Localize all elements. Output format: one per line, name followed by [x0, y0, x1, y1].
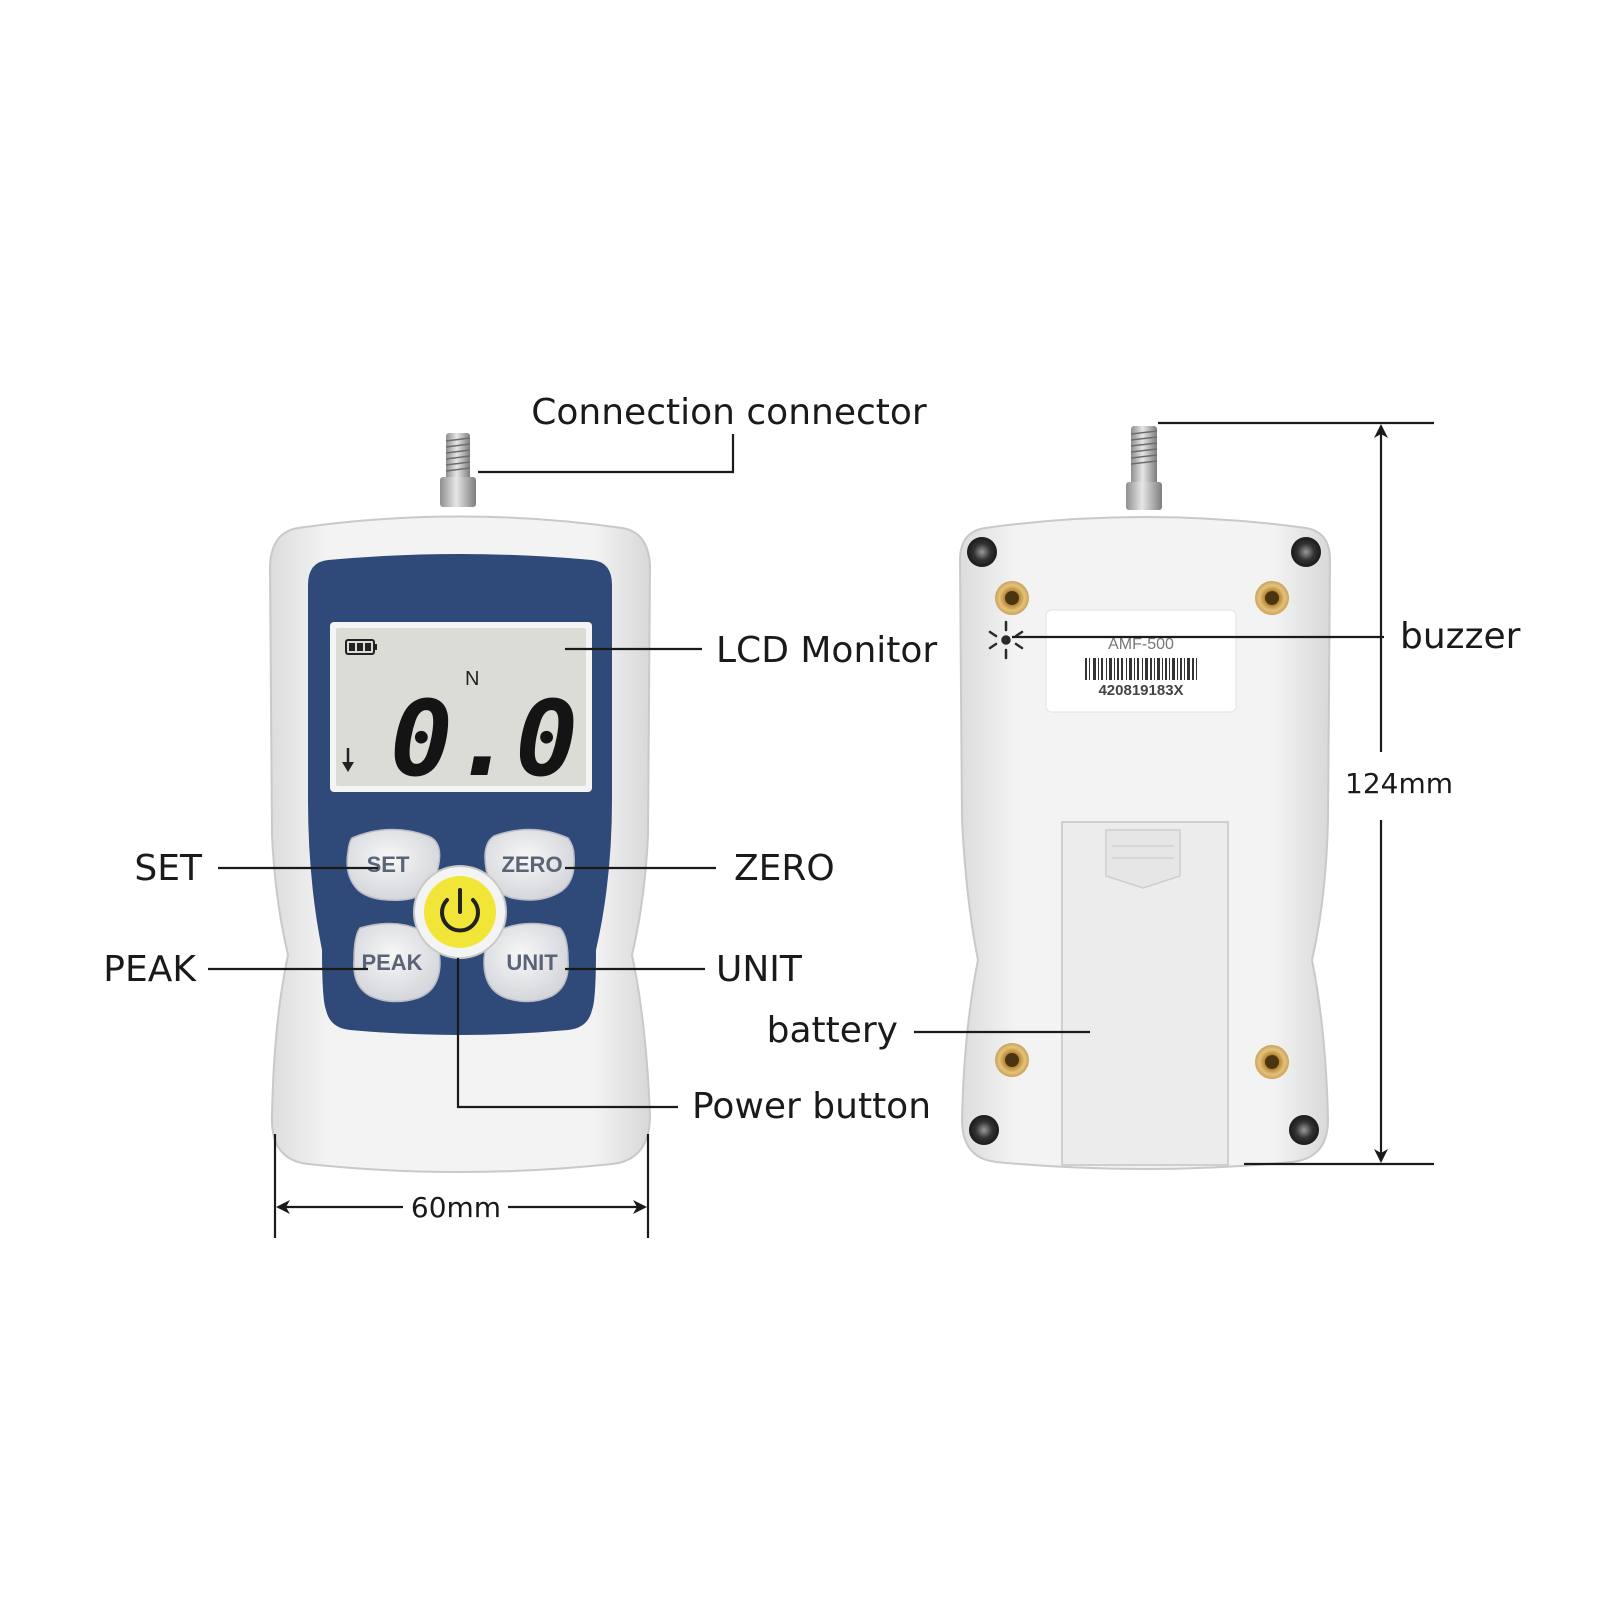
- zero-button[interactable]: ZERO: [484, 828, 575, 901]
- power-icon: [440, 888, 480, 933]
- screw-bottom-right: [1289, 1115, 1319, 1145]
- peak-label: PEAK: [103, 949, 197, 990]
- serial-number: 420819183X: [1098, 682, 1183, 699]
- connector-thread-back: [1126, 426, 1162, 510]
- power-button-label: Power button: [692, 1086, 931, 1127]
- height-label: 124mm: [1345, 767, 1453, 800]
- svg-text:UNIT: UNIT: [506, 950, 558, 975]
- connector-thread-front: [440, 433, 476, 507]
- peak-button[interactable]: PEAK: [353, 922, 441, 1003]
- brass-insert-top-left: [995, 581, 1029, 615]
- lcd-monitor-label: LCD Monitor: [716, 630, 937, 671]
- unit-button[interactable]: UNIT: [483, 922, 569, 1003]
- model-label: AMF-500 420819183X: [1045, 609, 1237, 713]
- brass-insert-bottom-right: [1255, 1045, 1289, 1079]
- lcd-reading: 0.0: [390, 678, 578, 800]
- brass-insert-top-right: [1255, 581, 1289, 615]
- svg-text:ZERO: ZERO: [501, 852, 562, 877]
- svg-text:PEAK: PEAK: [361, 950, 422, 975]
- set-button[interactable]: SET: [346, 828, 441, 902]
- unit-label: UNIT: [716, 949, 803, 990]
- callout-leaders: [208, 434, 1384, 1109]
- power-button[interactable]: [413, 865, 507, 959]
- connector-label: Connection connector: [531, 392, 927, 433]
- battery-cover: [1061, 821, 1229, 1166]
- screw-top-left: [967, 537, 997, 567]
- height-dimension: 124mm: [1158, 421, 1453, 1166]
- battery-label: battery: [767, 1010, 898, 1051]
- lcd-unit: N: [465, 668, 479, 690]
- screw-bottom-left: [969, 1115, 999, 1145]
- buzzer-icon: [988, 620, 1024, 660]
- device-front: N 0.0 SET ZERO PEAK UNIT: [268, 433, 652, 1173]
- device-back: AMF-500 420819183X: [958, 426, 1332, 1170]
- width-label: 60mm: [411, 1191, 501, 1224]
- model-name: AMF-500: [1108, 636, 1174, 653]
- screw-top-right: [1291, 537, 1321, 567]
- lcd-monitor: N 0.0: [330, 622, 592, 800]
- set-label: SET: [134, 848, 203, 889]
- width-dimension: 60mm: [273, 1134, 650, 1238]
- svg-text:SET: SET: [367, 852, 410, 877]
- brass-insert-bottom-left: [995, 1043, 1029, 1077]
- barcode: [1085, 658, 1197, 680]
- direction-arrow-icon: [342, 748, 354, 772]
- buzzer-label: buzzer: [1400, 616, 1521, 657]
- zero-label: ZERO: [734, 848, 835, 889]
- battery-icon: [345, 639, 377, 655]
